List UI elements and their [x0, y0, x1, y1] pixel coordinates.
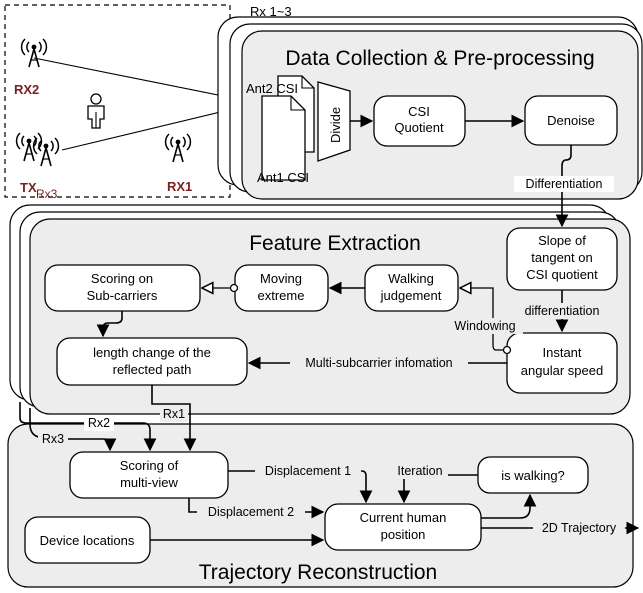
rx3-label: Rx3	[42, 432, 64, 446]
current-position-line1: Current human	[360, 510, 447, 525]
differentiation-label: Differentiation	[526, 177, 603, 191]
edge-displacement1	[228, 470, 373, 504]
data-collection-title: Data Collection & Pre-processing	[285, 47, 594, 70]
current-position-line2: position	[381, 527, 426, 542]
csi-quotient-line1: CSI	[408, 104, 430, 119]
csi-quotient-node: CSI Quotient	[373, 95, 466, 147]
label-rx2: RX2	[14, 82, 39, 97]
divide-shape	[317, 81, 351, 162]
device-locations-label: Device locations	[40, 533, 135, 548]
displacement2-label: Displacement 2	[208, 505, 294, 519]
antenna-icon	[32, 137, 60, 167]
length-change-line1: length change of the	[93, 345, 211, 360]
slope-line2: tangent on	[531, 250, 592, 265]
is-walking-label: is walking?	[501, 468, 565, 483]
edge-rx1	[151, 385, 197, 452]
slope-line3: CSI quotient	[526, 267, 598, 282]
walking-judgement-line2: judgement	[380, 288, 442, 303]
moving-extreme-line1: Moving	[260, 271, 302, 286]
label-tx: TX	[20, 180, 37, 195]
csi-documents: Ant2 CSI Ant1 CSI	[246, 75, 315, 185]
walking-judgement-line1: Walking	[388, 271, 434, 286]
rx-range-note: Rx 1~3	[250, 4, 292, 19]
device-locations-node: Device locations	[24, 516, 151, 564]
instant-speed-node: Instant angular speed	[506, 332, 618, 394]
current-position-node: Current human position	[324, 503, 482, 551]
scoring-multiview-line1: Scoring of	[120, 458, 179, 473]
edge-position-iswalking	[481, 493, 537, 519]
edge-windowing	[460, 288, 507, 351]
length-change-node: length change of the reflected path	[56, 337, 248, 386]
divide-label: Divide	[328, 107, 343, 143]
windowing-label: Windowing	[454, 319, 515, 333]
rx1-label: Rx1	[163, 407, 185, 421]
ant2-csi-label: Ant2 CSI	[246, 81, 298, 96]
room-boundary	[4, 4, 231, 198]
doc-page-front	[261, 95, 306, 181]
scoring-subcarriers-line2: Sub-carriers	[87, 288, 158, 303]
multi-subcarrier-label: Multi-subcarrier infomation	[305, 356, 452, 370]
environment-scene: RX2 RX1 TX Rx3	[4, 4, 259, 201]
edge-labels: Differentiation differentiation Windowin…	[38, 176, 625, 536]
scoring-subcarriers-node: Scoring on Sub-carriers	[44, 264, 201, 312]
rx2-label: Rx2	[88, 416, 110, 430]
label-rx1: RX1	[167, 179, 192, 194]
is-walking-node: is walking?	[477, 456, 589, 494]
scoring-multiview-line2: multi-view	[120, 475, 178, 490]
feature-extraction-title: Feature Extraction	[249, 232, 421, 255]
instant-speed-line1: Instant	[542, 345, 581, 360]
antenna-icon	[15, 132, 43, 162]
person-icon	[87, 93, 105, 129]
trajectory-reconstruction-title: Trajectory Reconstruction	[199, 561, 437, 584]
moving-extreme-node: Moving extreme	[234, 264, 329, 312]
antenna-icon	[164, 133, 192, 163]
slope-node: Slope of tangent on CSI quotient	[506, 227, 618, 291]
moving-extreme-line2: extreme	[258, 288, 305, 303]
scoring-subcarriers-line1: Scoring on	[91, 271, 153, 286]
trajectory-2d-label: 2D Trajectory	[542, 521, 617, 535]
length-change-line2: reflected path	[113, 362, 192, 377]
label-rx3: Rx3	[36, 187, 58, 201]
slope-line1: Slope of	[538, 233, 586, 248]
walking-judgement-node: Walking judgement	[364, 264, 459, 312]
instant-speed-line2: angular speed	[521, 363, 603, 378]
denoise-label: Denoise	[547, 113, 595, 128]
edge-scoring-lengthchange	[96, 311, 123, 338]
csi-quotient-line2: Quotient	[394, 120, 444, 135]
scoring-multiview-node: Scoring of multi-view	[69, 451, 229, 499]
divide-block: Divide	[317, 81, 351, 162]
edge-denoise-differentiation	[561, 145, 572, 176]
denoise-node: Denoise	[524, 95, 618, 146]
iteration-label: Iteration	[397, 464, 442, 478]
displacement1-label: Displacement 1	[265, 464, 351, 478]
antenna-icon	[20, 38, 48, 68]
ant1-csi-label: Ant1 CSI	[257, 170, 309, 185]
differentiation-lower-label: differentiation	[525, 304, 600, 318]
